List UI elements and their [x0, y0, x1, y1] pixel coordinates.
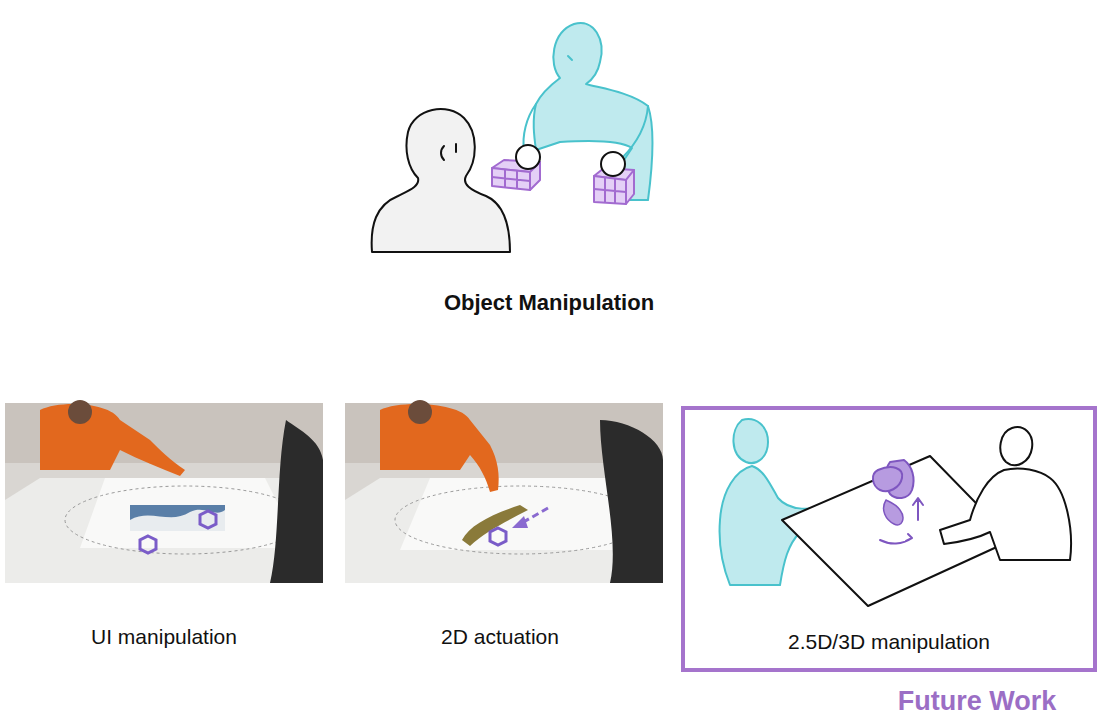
caption-label: UI manipulation [91, 625, 237, 649]
seated-person [372, 109, 510, 252]
photo-2d-actuation [345, 400, 663, 583]
hand [516, 145, 625, 176]
caption-label: Object Manipulation [444, 290, 654, 316]
future-sketch [719, 419, 1071, 606]
caption-label: 2D actuation [441, 625, 559, 649]
box-text: 2.5D/3D manipulation [788, 630, 990, 654]
box-heading: Future Work [898, 686, 1057, 717]
photo-ui-manipulation [5, 400, 323, 583]
future-work-box: 2.5D/3D manipulationFuture Work [681, 406, 1097, 672]
